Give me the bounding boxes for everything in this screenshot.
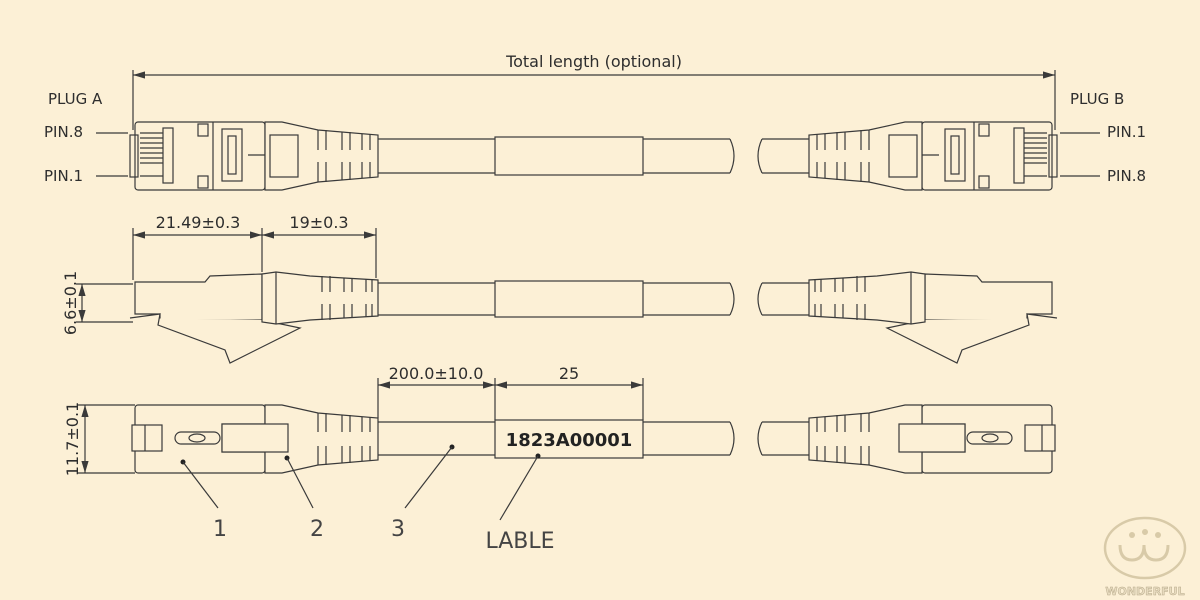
- plug-a-pin8-label: PIN.8: [44, 123, 83, 141]
- callout-1: 1: [213, 517, 227, 542]
- plug-a-label: PLUG A: [48, 90, 103, 108]
- plug-height-dimension: 6.6±0.1: [61, 271, 80, 335]
- cable-label-text: 1823A00001: [506, 430, 633, 451]
- plug-b-bottom: [808, 404, 1056, 474]
- plug-width-dimension: 11.7±0.1: [63, 402, 82, 476]
- label-offset-dimension: 200.0±10.0: [389, 364, 484, 383]
- svg-text:WONDERFUL: WONDERFUL: [1105, 585, 1184, 598]
- label-width-dimension: 25: [559, 364, 579, 383]
- bottom-view: 200.0±10.0 25 11.7±0.1 1823A00001: [63, 364, 1056, 476]
- plug-length-dimension: 21.49±0.3: [156, 213, 241, 232]
- wonderful-logo: WONDERFUL: [1103, 516, 1187, 598]
- callout-label: LABLE: [485, 529, 554, 554]
- side-view: 21.49±0.3 19±0.3 6.6±0.1: [61, 213, 1058, 364]
- boot-length-dimension: 19±0.3: [289, 213, 348, 232]
- callouts: 1 2 3 LABLE: [180, 444, 555, 554]
- plug-a-top: [129, 121, 379, 191]
- plug-b-pin8-label: PIN.8: [1107, 167, 1146, 185]
- plug-b-side: [808, 271, 1058, 364]
- callout-3: 3: [391, 517, 405, 542]
- plug-a-pin1-label: PIN.1: [44, 167, 83, 185]
- plug-a-bottom: [131, 404, 379, 474]
- total-length-label: Total length (optional): [505, 52, 682, 71]
- plug-b-pin1-label: PIN.1: [1107, 123, 1146, 141]
- plug-b-top: [808, 121, 1058, 191]
- total-length-dimension: Total length (optional): [132, 52, 1056, 130]
- callout-2: 2: [310, 517, 324, 542]
- plug-a-side: [129, 271, 379, 364]
- plug-b-label: PLUG B: [1070, 90, 1124, 108]
- top-view: [129, 121, 1058, 191]
